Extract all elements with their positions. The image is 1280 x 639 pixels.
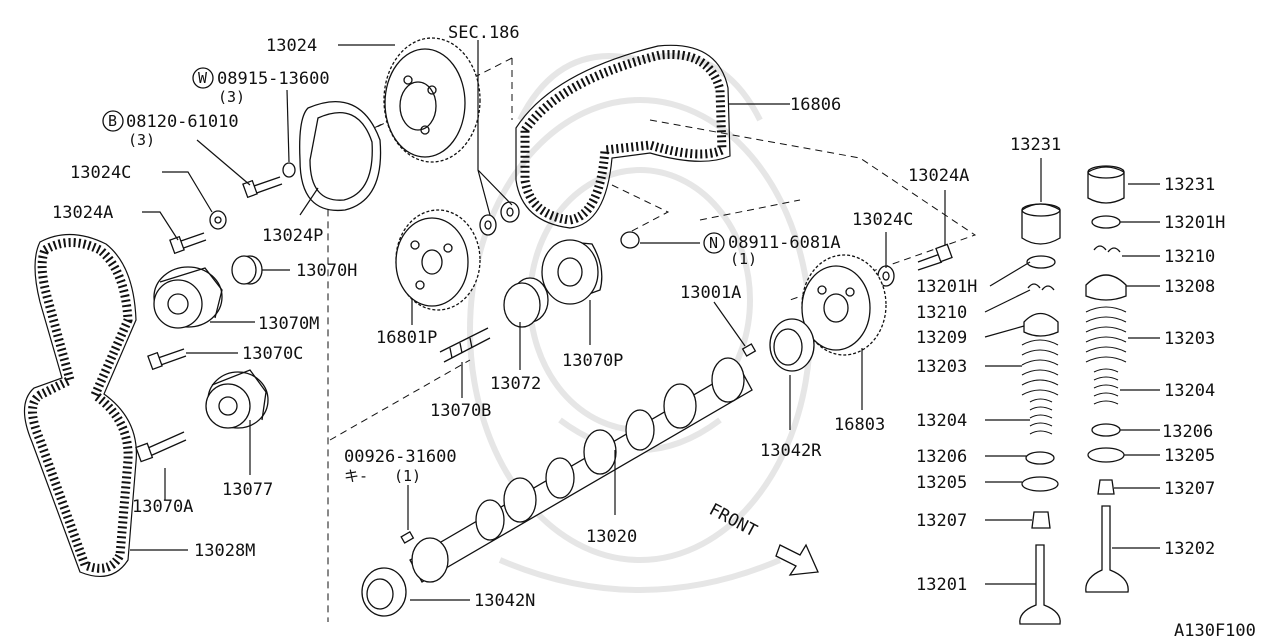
label-13207-a: 13207 xyxy=(916,511,967,531)
label-13202: 13202 xyxy=(1164,539,1215,559)
cam-sprocket-13024 xyxy=(383,37,481,163)
label-13070C: 13070C xyxy=(242,344,303,364)
label-13042N: 13042N xyxy=(474,591,535,611)
label-13207-b: 13207 xyxy=(1164,479,1215,499)
label-13206-b: 13206 xyxy=(1162,422,1213,442)
label-13070H: 13070H xyxy=(296,261,357,281)
timing-belt-16806 xyxy=(515,44,731,229)
label-13070P: 13070P xyxy=(562,351,623,371)
oil-seal-13042R xyxy=(769,318,815,372)
label-13024C-left: 13024C xyxy=(70,163,131,183)
label-00926-sub: キ- xyxy=(344,467,368,485)
label-13201H-a: 13201H xyxy=(916,277,977,297)
label-16806: 16806 xyxy=(790,95,841,115)
label-13203-a: 13203 xyxy=(916,357,967,377)
label-08915: 08915-13600 xyxy=(217,69,330,89)
label-13070A: 13070A xyxy=(132,497,193,517)
label-13203-b: 13203 xyxy=(1164,329,1215,349)
label-13024A-left: 13024A xyxy=(52,203,113,223)
label-13024C-right: 13024C xyxy=(852,210,913,230)
label-13206-a: 13206 xyxy=(916,447,967,467)
label-13028M: 13028M xyxy=(194,541,255,561)
b-circle-letter: B xyxy=(108,112,117,130)
sprocket-16803 xyxy=(801,254,887,356)
label-13001A: 13001A xyxy=(680,283,741,303)
label-13205-a: 13205 xyxy=(916,473,967,493)
bolt-13070C xyxy=(147,348,187,371)
nut-sec186-b xyxy=(500,201,520,223)
label-sec186: SEC.186 xyxy=(448,23,520,43)
washer-08915 xyxy=(282,162,296,178)
bolt-13024A-left xyxy=(169,232,207,255)
label-13205-b: 13205 xyxy=(1164,446,1215,466)
label-00926-qty: (1) xyxy=(394,467,421,485)
sprocket-16801P xyxy=(395,209,481,311)
tensioner-pulley-13077 xyxy=(205,369,269,429)
oil-seal-13042N xyxy=(361,567,407,617)
label-13204-a: 13204 xyxy=(916,411,967,431)
valve-stack-left xyxy=(1019,203,1061,625)
leader-lines xyxy=(130,40,1160,601)
label-13024A-right: 13024A xyxy=(908,166,969,186)
label-08915-qty: (3) xyxy=(218,88,245,106)
circled-letters xyxy=(102,67,725,254)
label-08911-qty: (1) xyxy=(730,250,757,268)
camshaft-13020 xyxy=(409,357,753,583)
label-13024P: 13024P xyxy=(262,226,323,246)
collar-13072 xyxy=(503,277,549,328)
label-13042R: 13042R xyxy=(760,441,822,461)
label-13077: 13077 xyxy=(222,480,273,500)
bolt-08120 xyxy=(242,176,283,199)
label-16803: 16803 xyxy=(834,415,885,435)
front-arrow xyxy=(775,543,819,576)
pulley-13070P xyxy=(541,239,603,305)
label-13208: 13208 xyxy=(1164,277,1215,297)
valve-stack-right xyxy=(1085,165,1129,593)
diagram-code: A130F100 xyxy=(1174,621,1256,639)
label-13210-a: 13210 xyxy=(916,303,967,323)
label-13020: 13020 xyxy=(586,527,637,547)
bolt-13024A-right xyxy=(917,243,953,271)
stud-13070B xyxy=(439,327,491,363)
key-00926 xyxy=(400,531,415,544)
label-13209: 13209 xyxy=(916,328,967,348)
label-13070B: 13070B xyxy=(430,401,491,421)
timing-belt-13028M xyxy=(23,233,137,578)
label-13210-b: 13210 xyxy=(1164,247,1215,267)
washer-13024C-left xyxy=(209,210,227,230)
label-13201: 13201 xyxy=(916,575,967,595)
label-08120-qty: (3) xyxy=(128,131,155,149)
label-08120: 08120-61010 xyxy=(126,112,239,132)
label-00926: 00926-31600 xyxy=(344,447,457,467)
label-13024: 13024 xyxy=(266,36,317,56)
label-08911: 08911-6081A xyxy=(728,233,841,253)
label-13070M: 13070M xyxy=(258,314,319,334)
washer-sec186-a xyxy=(479,214,497,236)
label-13201H-b: 13201H xyxy=(1164,213,1225,233)
w-circle-letter: W xyxy=(198,69,208,87)
bushing-13070H xyxy=(231,255,263,285)
label-13231-a: 13231 xyxy=(1010,135,1061,155)
pin-13001A xyxy=(741,343,757,357)
nut-08911 xyxy=(620,231,640,249)
plate-13024P xyxy=(299,101,382,212)
label-13204-b: 13204 xyxy=(1164,381,1215,401)
label-13231-b: 13231 xyxy=(1164,175,1215,195)
label-13072: 13072 xyxy=(490,374,541,394)
n-circle-letter: N xyxy=(709,234,718,252)
part-labels: 13024 SEC.186 W 08915-13600 (3) B 08120-… xyxy=(52,23,1256,639)
bolt-13070A xyxy=(135,431,187,463)
label-16801P: 16801P xyxy=(376,328,437,348)
idler-pulley-13070M xyxy=(153,266,223,329)
